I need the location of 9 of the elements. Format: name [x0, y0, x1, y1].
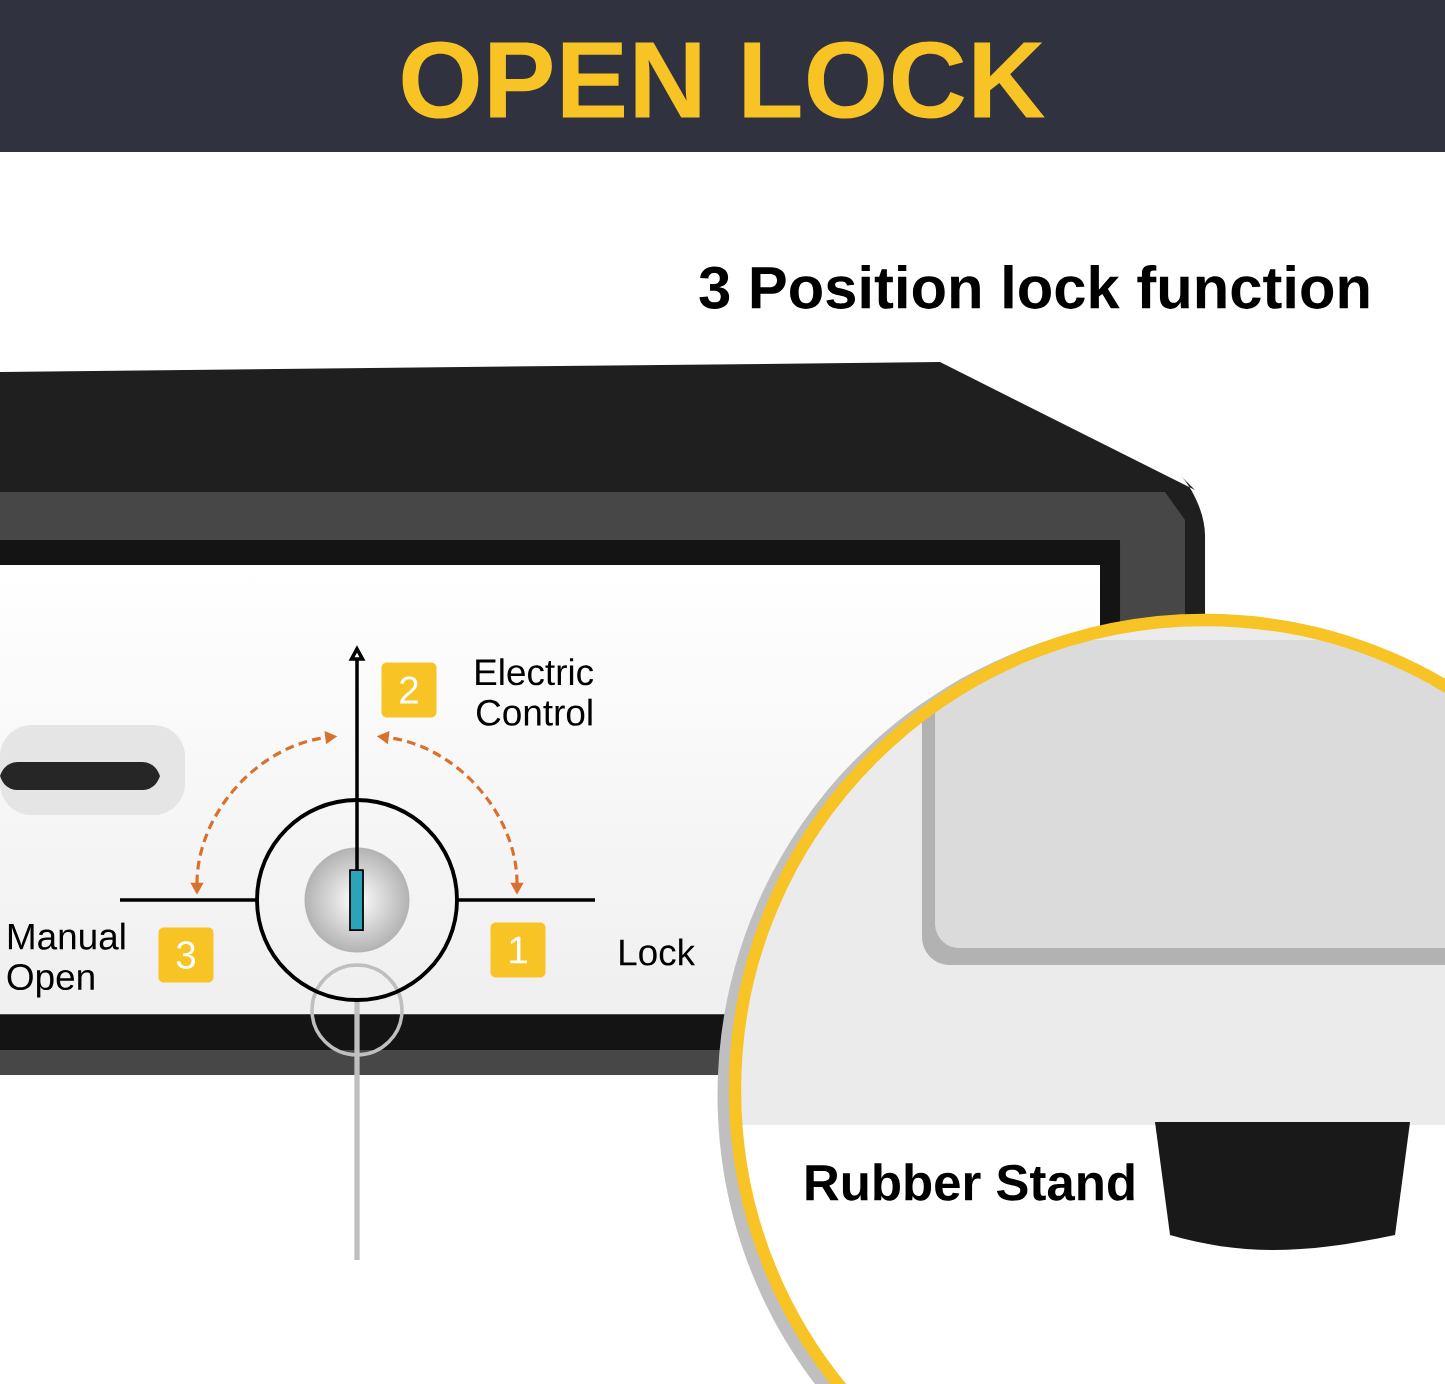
- number-badge: 2: [381, 662, 437, 718]
- number-badge: 1: [490, 922, 546, 978]
- number-badge: 3: [158, 927, 214, 983]
- position-label: Lock: [620, 938, 696, 966]
- callout-label: Rubber Stand: [806, 1163, 1134, 1201]
- subtitle: 3 Position lock function: [699, 265, 1369, 309]
- position-label: Manual Open: [7, 922, 125, 998]
- position-label: Electric Control: [476, 658, 594, 726]
- header-band: OPEN LOCK: [0, 0, 1445, 152]
